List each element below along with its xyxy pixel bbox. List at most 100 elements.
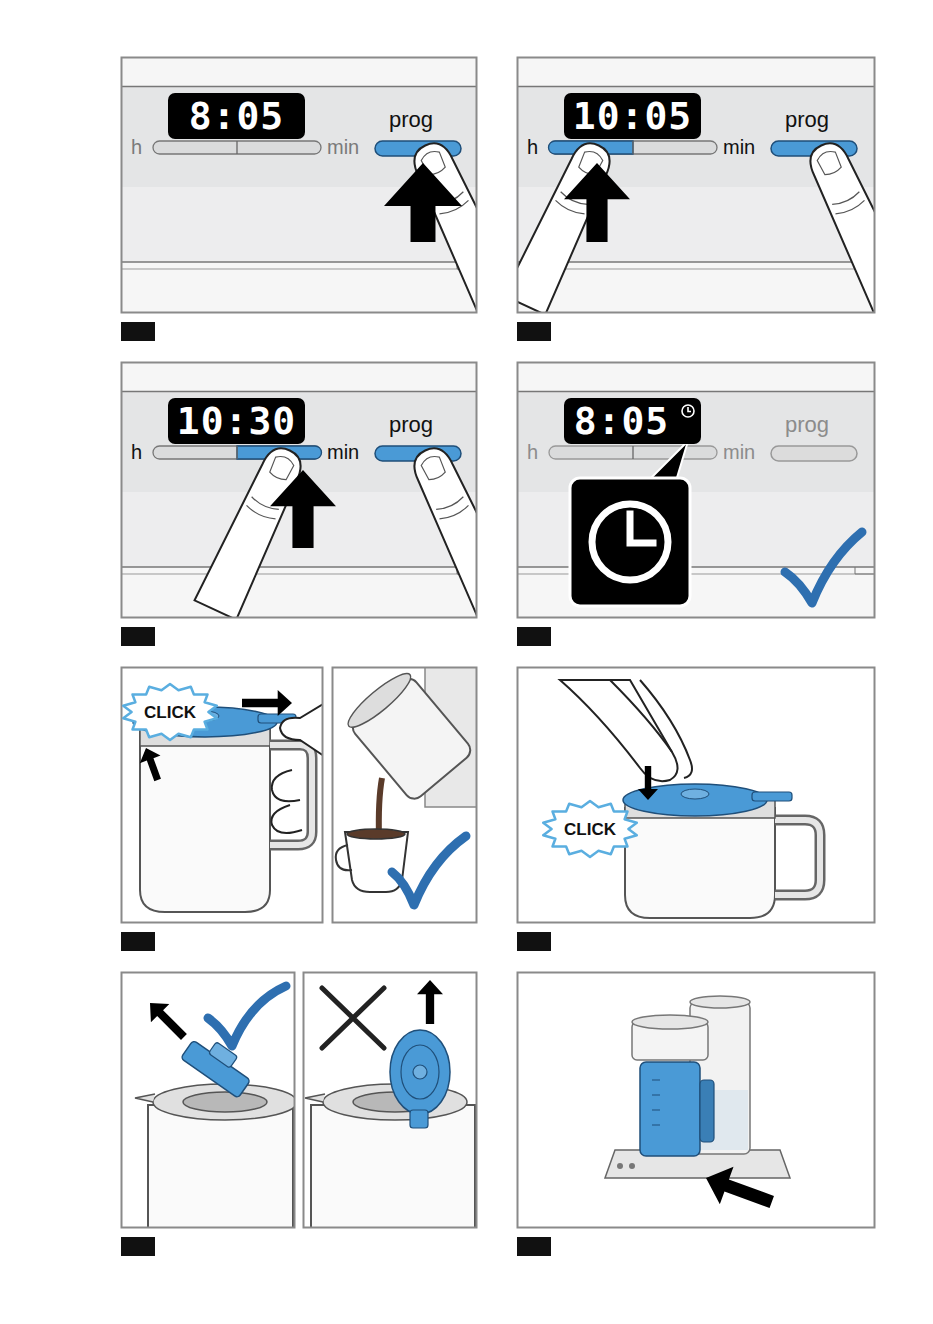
step-tab bbox=[121, 322, 155, 341]
panel-frame bbox=[518, 668, 875, 923]
panel-frame bbox=[333, 668, 477, 923]
step-art bbox=[517, 391, 875, 393]
carafe bbox=[148, 1105, 293, 1228]
carafe bbox=[311, 1105, 475, 1228]
step-art bbox=[517, 362, 875, 618]
control-label: prog bbox=[389, 109, 433, 131]
step-art bbox=[347, 829, 405, 839]
step-art bbox=[121, 574, 477, 575]
step-art bbox=[135, 986, 295, 1228]
slider bbox=[549, 446, 717, 459]
panel-frame bbox=[518, 363, 875, 618]
step-panel bbox=[504, 57, 917, 315]
step-art bbox=[517, 362, 875, 618]
callout-pointer bbox=[648, 441, 688, 481]
finger bbox=[835, 200, 865, 216]
finger bbox=[832, 192, 860, 207]
time-readout: 10:05 bbox=[573, 97, 692, 135]
step-panel bbox=[517, 362, 875, 618]
finger bbox=[436, 497, 464, 512]
carafe bbox=[349, 675, 475, 803]
step-art bbox=[560, 680, 820, 918]
step-art bbox=[700, 1080, 714, 1142]
control-label: prog bbox=[785, 414, 829, 436]
slider bbox=[632, 446, 633, 459]
direction-arrow bbox=[242, 690, 292, 716]
step-panel bbox=[121, 57, 520, 315]
slider bbox=[236, 141, 237, 154]
carafe bbox=[640, 1062, 700, 1156]
lid bbox=[181, 1030, 258, 1098]
control-label: h bbox=[527, 137, 538, 157]
panel-frame bbox=[518, 973, 875, 1228]
control-panel: hminprog8:05 bbox=[121, 57, 477, 313]
step-art bbox=[121, 566, 477, 568]
burst-shape bbox=[123, 684, 217, 740]
step-panel bbox=[121, 57, 477, 313]
finger bbox=[816, 149, 843, 177]
carafe-handle bbox=[775, 820, 820, 895]
finger bbox=[420, 454, 447, 482]
step-panel bbox=[332, 667, 485, 923]
step-tab bbox=[121, 627, 155, 646]
slider bbox=[549, 446, 717, 459]
step-art bbox=[401, 1045, 439, 1099]
step-art bbox=[681, 789, 709, 799]
step-panel bbox=[303, 972, 477, 1230]
step-art bbox=[121, 57, 477, 313]
slider bbox=[549, 141, 717, 154]
step-art bbox=[517, 57, 875, 313]
slider bbox=[236, 446, 237, 459]
panel-frame bbox=[122, 973, 295, 1228]
step-art bbox=[605, 996, 790, 1221]
step-art bbox=[617, 1163, 623, 1169]
step-art bbox=[517, 269, 875, 270]
step-art bbox=[775, 820, 820, 895]
step-panel bbox=[121, 972, 297, 1230]
finger bbox=[800, 136, 875, 313]
step-art bbox=[121, 261, 477, 263]
step-art bbox=[336, 845, 352, 870]
control-label: h bbox=[131, 442, 142, 462]
slider bbox=[632, 141, 633, 154]
step-art bbox=[632, 1015, 708, 1029]
burst-shape bbox=[543, 801, 637, 857]
direction-arrow bbox=[136, 744, 168, 783]
lid bbox=[181, 1040, 251, 1098]
direction-arrow bbox=[242, 690, 292, 716]
hand bbox=[560, 680, 678, 781]
control-label: min bbox=[327, 442, 359, 462]
step-art bbox=[517, 392, 875, 492]
step-panel bbox=[121, 667, 330, 923]
slider bbox=[153, 141, 321, 154]
time-readout: 10:30 bbox=[177, 402, 296, 440]
time-readout: 8:05 bbox=[189, 97, 285, 135]
click-label: CLICK bbox=[144, 704, 196, 721]
clock-icon bbox=[592, 504, 668, 580]
slider bbox=[549, 141, 717, 154]
direction-arrow bbox=[417, 980, 443, 1024]
step-art bbox=[270, 745, 312, 845]
step-art bbox=[410, 1110, 428, 1128]
control-label: min bbox=[327, 137, 359, 157]
step-art bbox=[629, 1163, 635, 1169]
lid bbox=[390, 1030, 450, 1114]
step-art bbox=[652, 1080, 660, 1125]
finger bbox=[268, 454, 295, 482]
step-art bbox=[121, 269, 477, 270]
direction-arrow bbox=[699, 1159, 778, 1221]
time-display: 8:05 bbox=[168, 93, 305, 139]
check-mark bbox=[392, 836, 466, 905]
step-art bbox=[121, 86, 477, 88]
carafe-handle bbox=[270, 745, 312, 845]
finger bbox=[245, 505, 275, 521]
carafe bbox=[342, 667, 474, 803]
direction-arrow bbox=[564, 163, 630, 242]
prog-button bbox=[771, 446, 857, 461]
control-panel: hminprog10:05 bbox=[517, 57, 875, 313]
finger bbox=[554, 200, 584, 216]
click-burst: CLICK bbox=[120, 682, 220, 742]
direction-arrow bbox=[384, 163, 462, 242]
time-display: 8:05 bbox=[564, 398, 701, 444]
step-panel bbox=[121, 667, 323, 923]
